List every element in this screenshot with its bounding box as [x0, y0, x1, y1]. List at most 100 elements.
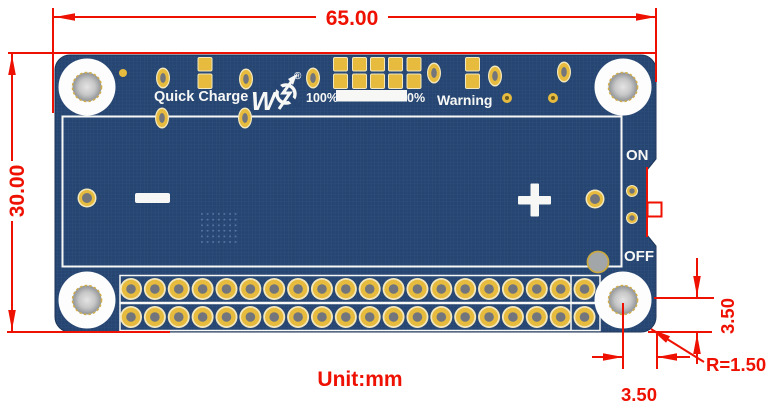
- dim-corner-radius-value: R=1.50: [706, 354, 766, 375]
- logo-gap: [272, 81, 301, 109]
- smd-pad-pair: [465, 57, 480, 89]
- gpio-pin-pad: [239, 306, 262, 328]
- mounting-hole: [594, 58, 652, 116]
- registered-mark: ®: [294, 71, 302, 82]
- logo-swoosh: [275, 83, 297, 105]
- mounting-hole: [58, 58, 116, 116]
- silkscreen: Quick Charge W ® 100% 0% Warning ON OFF: [135, 71, 654, 265]
- gpio-pin-pad: [358, 306, 381, 328]
- logo-bolt: [277, 77, 296, 110]
- gpio-pin-pad: [310, 306, 333, 328]
- gpio-pin-pad: [191, 278, 214, 300]
- gpio-pin-pad: [525, 278, 548, 300]
- switch-lever-outline: [646, 201, 663, 218]
- plus-vertical-bar: [530, 183, 539, 217]
- gpio-pin-pad: [310, 278, 333, 300]
- gpio-pin-pad: [549, 306, 572, 328]
- gpio-pin-pad: [478, 306, 501, 328]
- unit-label: Unit:mm: [317, 368, 402, 391]
- gpio-pin-pad: [287, 306, 310, 328]
- battery-full-label: 100%: [306, 91, 338, 105]
- dimension-arrowhead: [693, 334, 701, 354]
- oval-pad: [155, 107, 169, 129]
- gpio-pin-pad: [382, 278, 405, 300]
- component-pads: [77, 57, 638, 274]
- battery-terminal-pad: [77, 188, 97, 208]
- battery-terminal-pad: [585, 189, 605, 209]
- smd-pad-pair: [406, 57, 422, 89]
- battery-empty-label: 0%: [407, 91, 425, 105]
- switch-on-label: ON: [626, 147, 649, 164]
- gpio-pin-pad: [406, 278, 429, 300]
- smd-pad-pair: [352, 57, 367, 89]
- gpio-pin-pad: [478, 278, 501, 300]
- gpio-pin-pad: [143, 306, 166, 328]
- gpio-pin-pad: [501, 306, 524, 328]
- dimension-arrowhead: [55, 13, 75, 21]
- oval-pad: [427, 62, 441, 84]
- pcb-texture: [55, 55, 656, 332]
- mounting-hole: [594, 271, 652, 329]
- gpio-pin-pad: [406, 306, 429, 328]
- dim-hole-horizontal-value: 3.50: [621, 384, 657, 405]
- oval-pad: [239, 68, 253, 90]
- mounting-holes: [58, 58, 652, 329]
- dim-hole-vertical-value: 3.50: [717, 298, 738, 334]
- gpio-pin-pad: [454, 306, 477, 328]
- gpio-pin-pad: [573, 278, 596, 300]
- smd-pad-pair: [197, 57, 213, 89]
- via-grid: [201, 213, 237, 243]
- battery-minus-symbol: [135, 193, 170, 203]
- dimension-arrowhead: [657, 353, 677, 361]
- dim-width-value: 65.00: [326, 7, 379, 30]
- gpio-pin-pad: [167, 278, 190, 300]
- gpio-pin-pad: [191, 306, 214, 328]
- gpio-pin-pad: [215, 306, 238, 328]
- gpio-pin-pad: [239, 278, 262, 300]
- gpio-pin-pad: [263, 278, 286, 300]
- gpio-pin-pad: [120, 306, 142, 328]
- gpio-pin-pad: [143, 278, 166, 300]
- gpio-pin-pad: [287, 278, 310, 300]
- gpio-pin-pad: [120, 278, 142, 300]
- dimension-arrowhead: [651, 329, 671, 343]
- gpio-pin-pad: [501, 278, 524, 300]
- dimension-arrowhead: [8, 55, 16, 75]
- dimension-arrowhead: [603, 353, 623, 361]
- smd-pad-pair: [388, 57, 403, 89]
- battery-level-bar: [336, 90, 407, 102]
- oval-pad: [488, 65, 502, 87]
- logo-w-letter: W: [251, 86, 278, 116]
- switch-off-label: OFF: [624, 248, 654, 265]
- dim-height-value: 30.00: [6, 165, 29, 218]
- led-dot-pad: [548, 93, 558, 103]
- logo-bolt-arrow: [288, 74, 297, 85]
- battery-plus-symbol: [518, 183, 551, 217]
- bare-pad: [586, 250, 610, 274]
- gpio-pin-pad: [358, 278, 381, 300]
- gpio-pin-pad: [334, 278, 357, 300]
- oval-pad: [156, 67, 170, 89]
- pcb-board: [54, 54, 657, 333]
- gpio-pin-pad: [263, 306, 286, 328]
- gpio-pin-pad: [430, 306, 453, 328]
- gpio-pin-pad: [525, 306, 548, 328]
- dimension-arrowhead: [8, 310, 16, 330]
- smd-pad-pair: [370, 57, 385, 89]
- test-point: [119, 69, 127, 77]
- oval-pad: [306, 67, 320, 89]
- dimension-arrowhead: [693, 276, 701, 296]
- oval-pad: [238, 107, 252, 129]
- gpio-pin-pad: [430, 278, 453, 300]
- gpio-pin-pad: [549, 278, 572, 300]
- smd-pad-pair: [333, 57, 348, 89]
- gpio-header: [119, 274, 601, 332]
- waveshare-logo-icon: W ®: [251, 71, 302, 116]
- gpio-pin-pad: [334, 306, 357, 328]
- mounting-hole: [58, 271, 116, 329]
- oval-pad: [557, 61, 571, 83]
- led-dot-pad: [502, 93, 512, 103]
- dimension-overlay: 65.00 30.00 3.50 3.50 R=1.50 Unit:mm: [6, 7, 766, 405]
